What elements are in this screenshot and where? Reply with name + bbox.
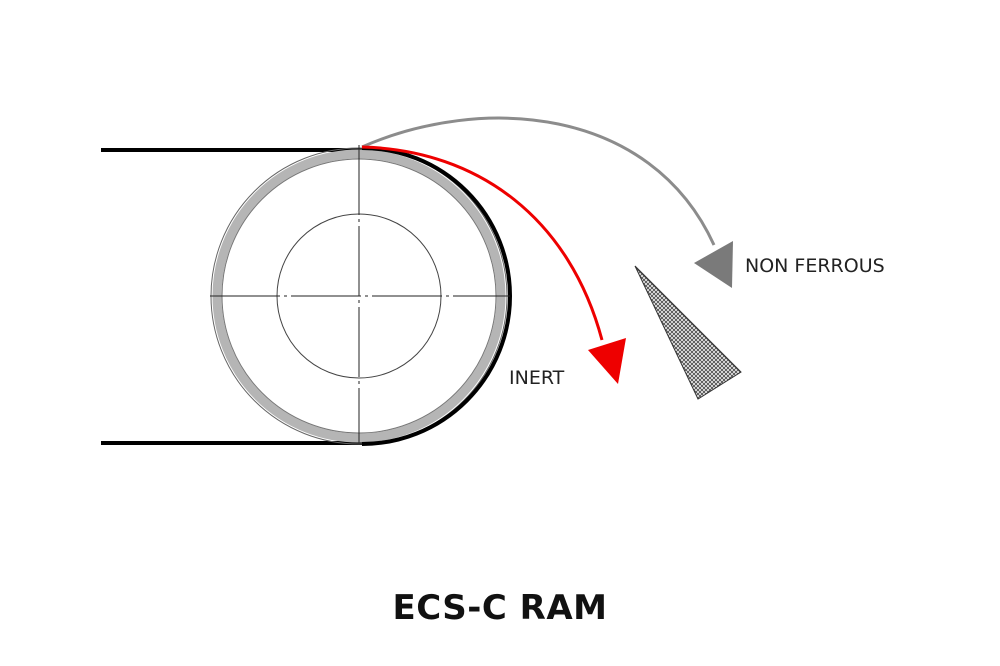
inert-trajectory: [361, 145, 604, 341]
non-ferrous-trajectory: [361, 116, 716, 246]
inert-label: INERT: [509, 367, 565, 389]
diagram-title: ECS-C RAM: [392, 588, 608, 628]
flow-splitter: [634, 265, 742, 400]
non-ferrous-arrowhead: [694, 241, 733, 288]
inert-arrowhead: [588, 338, 626, 384]
non-ferrous-label: NON FERROUS: [745, 255, 885, 277]
